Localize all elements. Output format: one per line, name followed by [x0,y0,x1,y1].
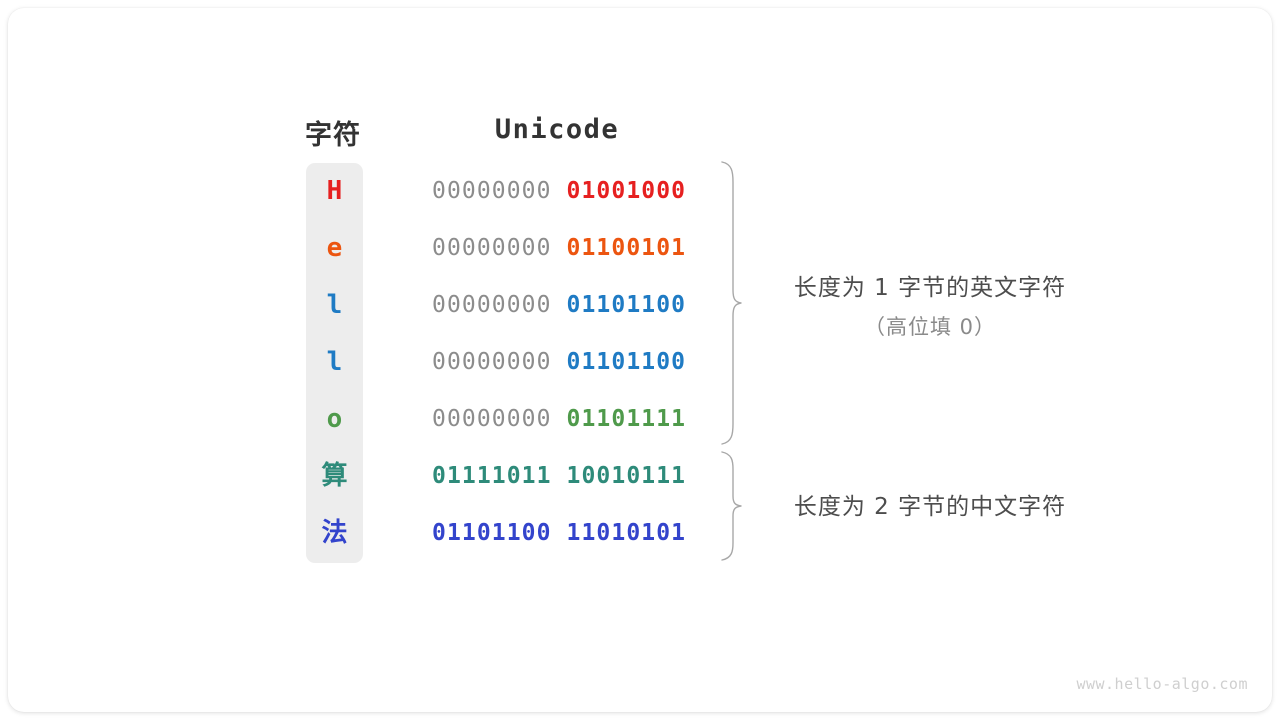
row-binary: 00000000 01001000 [432,163,686,220]
byte-gap [552,235,567,261]
row-character: e [326,233,343,263]
row-high-byte: 00000000 [432,235,552,261]
char-column-background [306,163,363,563]
unicode-column-header: Unicode [494,114,620,145]
byte-gap [552,463,567,489]
annotation-english: 长度为 1 字节的英文字符 （高位填 0） [760,268,1100,341]
row-low-byte: 11010101 [566,520,687,546]
row-high-byte: 00000000 [432,178,552,204]
row-low-byte: 01101100 [566,292,687,318]
row-character: l [326,347,343,377]
figure-stage: 字符 Unicode H 00000000 01001000 e 0000000… [8,8,1272,712]
row-high-byte: 00000000 [432,292,552,318]
row-character: l [326,290,343,320]
table-row: l 00000000 01101100 [306,334,726,391]
row-character: H [326,176,343,206]
table-row: H 00000000 01001000 [306,163,726,220]
annotation-english-line2: （高位填 0） [863,315,997,339]
char-column-header: 字符 [305,120,361,151]
row-high-byte: 00000000 [432,349,552,375]
table-row: 法 01101100 11010101 [306,505,726,562]
row-character: 法 [321,518,348,548]
row-binary: 00000000 01101100 [432,277,686,334]
row-low-byte: 01100101 [566,235,687,261]
byte-gap [552,292,567,318]
row-low-byte: 01101100 [566,349,687,375]
row-binary: 00000000 01101111 [432,391,686,448]
row-binary: 00000000 01101100 [432,334,686,391]
table-row: e 00000000 01100101 [306,220,726,277]
row-high-byte: 01101100 [432,520,552,546]
figure-card: 字符 Unicode H 00000000 01001000 e 0000000… [8,8,1272,712]
annotation-chinese: 长度为 2 字节的中文字符 [760,487,1100,521]
table-row: 算 01111011 10010111 [306,448,726,505]
row-low-byte: 10010111 [566,463,687,489]
row-binary: 01101100 11010101 [432,505,686,562]
row-low-byte: 01001000 [566,178,687,204]
row-binary: 00000000 01100101 [432,220,686,277]
annotation-english-line1: 长度为 1 字节的英文字符 [793,275,1067,301]
row-character: 算 [321,461,348,491]
row-low-byte: 01101111 [566,406,687,432]
byte-gap [552,349,567,375]
annotation-chinese-line1: 长度为 2 字节的中文字符 [793,494,1067,520]
row-high-byte: 00000000 [432,406,552,432]
row-character: o [326,404,343,434]
byte-gap [552,178,567,204]
table-row: l 00000000 01101100 [306,277,726,334]
watermark: www.hello-algo.com [1076,675,1248,693]
byte-gap [552,406,567,432]
row-high-byte: 01111011 [432,463,552,489]
row-binary: 01111011 10010111 [432,448,686,505]
table-row: o 00000000 01101111 [306,391,726,448]
byte-gap [552,520,567,546]
